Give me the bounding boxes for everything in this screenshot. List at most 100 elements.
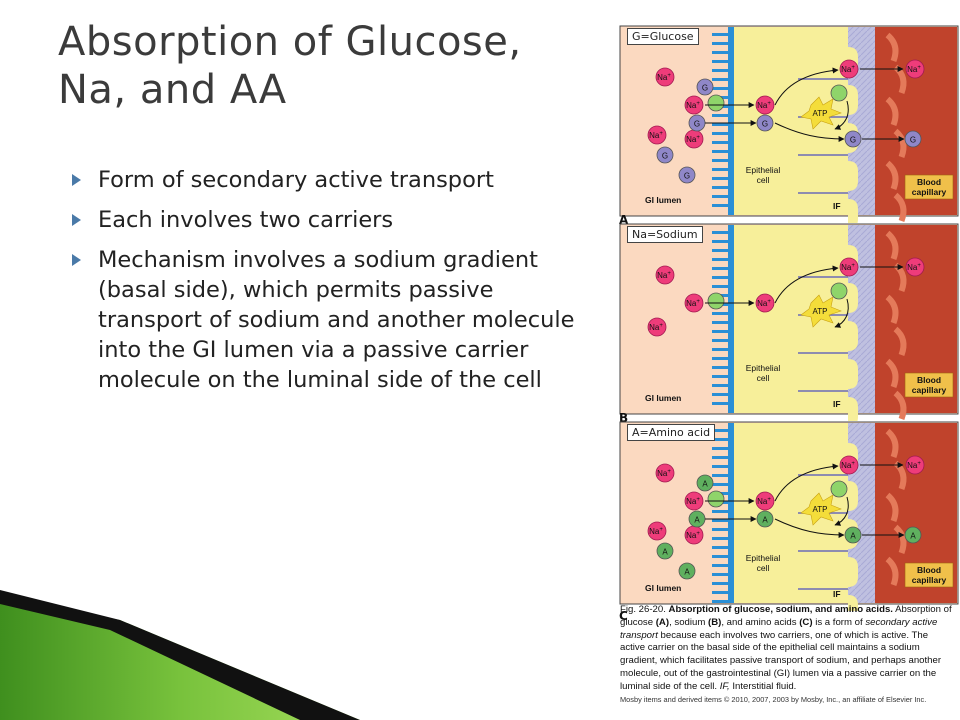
sodium-ion: Na+ [839, 455, 859, 475]
transport-molecule-circle [696, 474, 714, 492]
bullet-item: Form of secondary active transport [72, 165, 592, 195]
caption-text: Absorption of glucose [620, 604, 952, 628]
epithelial-fold [848, 199, 858, 229]
transport-arrow [774, 463, 839, 502]
epithelial-cell [733, 423, 858, 628]
red-cell [885, 32, 899, 63]
atp-label: ATP [813, 307, 828, 316]
bullet-item: Mechanism involves a sodium gradient (ba… [72, 245, 592, 395]
epithelial-label-2: cell [757, 563, 770, 573]
microvillus [712, 582, 728, 585]
sodium-ion-label: Na+ [757, 101, 771, 110]
microvillus [712, 384, 728, 387]
microvillus [712, 528, 728, 531]
transport-arrow [774, 265, 839, 304]
sodium-ion-label: Na+ [907, 263, 921, 272]
transport-arrow [834, 298, 849, 328]
sodium-ion-circle [647, 125, 667, 145]
sodium-ion: Na+ [684, 491, 704, 511]
atp-pump: ATP [800, 294, 842, 328]
bullet-list: Form of secondary active transport Each … [72, 165, 592, 405]
caption-text: Interstitial fluid. [729, 680, 797, 692]
panel-key-label: G=Glucose [627, 28, 699, 45]
sodium-ion-label: Na+ [907, 461, 921, 470]
caption-heading: Absorption of glucose, sodium, and amino… [668, 604, 893, 615]
epithelial-fold [848, 481, 858, 511]
red-cell [893, 326, 907, 357]
microvillus [712, 555, 728, 558]
transport-molecule-circle [656, 146, 674, 164]
microvillus [712, 312, 728, 315]
passive-carrier-circle [707, 94, 725, 112]
bullet-arrow-icon [72, 214, 81, 226]
sodium-ion-label: Na+ [841, 65, 855, 74]
sodium-ion-label: Na+ [686, 101, 700, 110]
sodium-ion: Na+ [755, 293, 775, 313]
sodium-ion-label: Na+ [686, 531, 700, 540]
atp-pump: ATP [800, 492, 842, 526]
microvillus [712, 348, 728, 351]
microvillus [712, 231, 728, 234]
caption-italic: IF, [719, 680, 730, 692]
epithelial-label-1: Epithelial [746, 363, 781, 373]
sodium-ion-circle [839, 257, 859, 277]
sodium-ion: Na+ [655, 463, 675, 483]
microvillus [712, 591, 728, 594]
sodium-ion-label: Na+ [686, 497, 700, 506]
active-carrier-circle [830, 480, 848, 498]
sodium-ion-circle [684, 95, 704, 115]
transport-molecule-label: A [762, 516, 768, 525]
atp-burst [800, 294, 842, 328]
microvillus [712, 456, 728, 459]
microvillus [712, 600, 728, 603]
microvillus [712, 249, 728, 252]
transport-molecule-circle [696, 78, 714, 96]
atp-label: ATP [813, 109, 828, 118]
microvillus [712, 474, 728, 477]
panel-letter: C [619, 609, 628, 623]
transport-arrow [834, 496, 849, 526]
microvillus [712, 564, 728, 567]
if-label: IF [833, 589, 841, 599]
microvillus [712, 159, 728, 162]
microvillus [712, 87, 728, 90]
transport-molecule-label: A [702, 480, 708, 489]
microvillus [712, 519, 728, 522]
passive-carrier-circle [707, 292, 725, 310]
sodium-ion-label: Na+ [757, 497, 771, 506]
panel-letter: A [619, 213, 629, 227]
red-cell [885, 160, 899, 191]
bullet-text: Mechanism involves a sodium gradient (ba… [98, 247, 575, 393]
sodium-ion-circle [684, 491, 704, 511]
if-label: IF [833, 201, 841, 211]
transport-arrow [774, 67, 839, 106]
microvillus [712, 132, 728, 135]
sodium-ion: Na+ [905, 257, 925, 277]
epithelial-label-1: Epithelial [746, 165, 781, 175]
microvillus [712, 339, 728, 342]
transport-molecule-label: G [662, 152, 668, 161]
panel-diagram: GI lumenEpithelialcellIFBloodcapillaryAT… [619, 421, 959, 628]
microvillus [712, 510, 728, 513]
microvillus [712, 357, 728, 360]
slide-title: Absorption of Glucose, Na, and AA [58, 19, 522, 113]
sodium-ion-circle [655, 463, 675, 483]
microvillus [712, 60, 728, 63]
caption-ref-b: (B) [708, 616, 722, 628]
bullet-text: Each involves two carriers [98, 207, 394, 233]
red-cell [893, 192, 907, 223]
lumen-label: GI lumen [645, 583, 681, 593]
active-carrier-circle [830, 84, 848, 102]
sodium-ion: Na+ [839, 59, 859, 79]
transport-molecule-label: G [850, 136, 856, 145]
blood-label-1: Blood [917, 375, 941, 385]
sodium-ion-label: Na+ [657, 469, 671, 478]
sodium-ion: Na+ [684, 525, 704, 545]
epithelial-fold [848, 359, 858, 389]
transport-molecule-circle [756, 114, 774, 132]
sodium-ion-circle [647, 521, 667, 541]
microvillus [712, 546, 728, 549]
microvillus [712, 258, 728, 261]
microvillus [712, 537, 728, 540]
